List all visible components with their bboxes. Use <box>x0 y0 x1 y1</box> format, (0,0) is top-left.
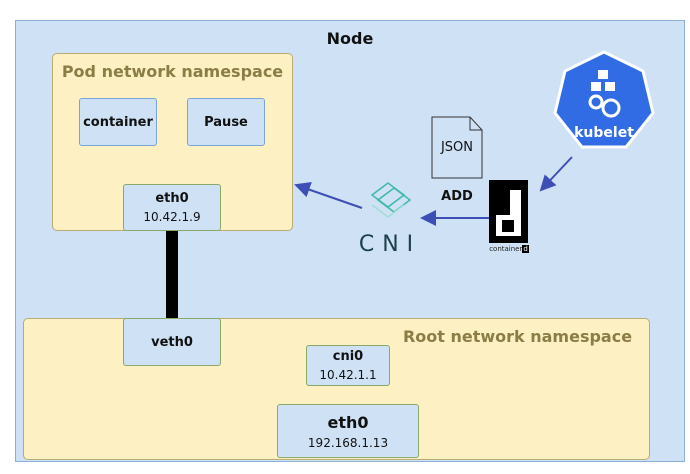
containerd-logo-icon <box>489 180 528 243</box>
cni-logo-icon <box>370 182 412 218</box>
containerd-label: containerd <box>489 245 529 253</box>
root-eth0: eth0 192.168.1.13 <box>277 404 419 458</box>
pod-eth0-ip: 10.42.1.9 <box>143 210 201 224</box>
node-label: Node <box>326 29 374 48</box>
kubelet-to-containerd-arrow <box>539 156 573 192</box>
veth-link <box>166 231 178 319</box>
veth0-label: veth0 <box>151 334 193 350</box>
kubelet-logo-icon <box>553 50 655 149</box>
cni-to-pod-arrow <box>294 182 363 209</box>
cni0-ip: 10.42.1.1 <box>319 368 377 382</box>
root-eth0-ip: 192.168.1.13 <box>307 435 389 450</box>
pause-label: Pause <box>204 114 248 130</box>
root-eth0-name: eth0 <box>327 412 369 432</box>
pod-eth0: eth0 10.42.1.9 <box>123 184 221 231</box>
container-label: container <box>83 114 153 130</box>
add-label: ADD <box>441 189 473 204</box>
cni0-box: cni0 10.42.1.1 <box>306 345 390 386</box>
kubelet-label: kubelet <box>574 125 634 141</box>
pod-eth0-name: eth0 <box>155 191 189 206</box>
json-document-icon <box>431 116 483 179</box>
root-namespace-label: Root network namespace <box>402 327 633 346</box>
pod-namespace-label: Pod network namespace <box>61 62 284 81</box>
container-box: container <box>79 98 157 146</box>
veth0-box: veth0 <box>123 318 221 366</box>
cni-label: CNI <box>358 232 422 257</box>
cni0-name: cni0 <box>332 349 364 364</box>
json-label: JSON <box>440 140 474 155</box>
pause-box: Pause <box>187 98 265 146</box>
